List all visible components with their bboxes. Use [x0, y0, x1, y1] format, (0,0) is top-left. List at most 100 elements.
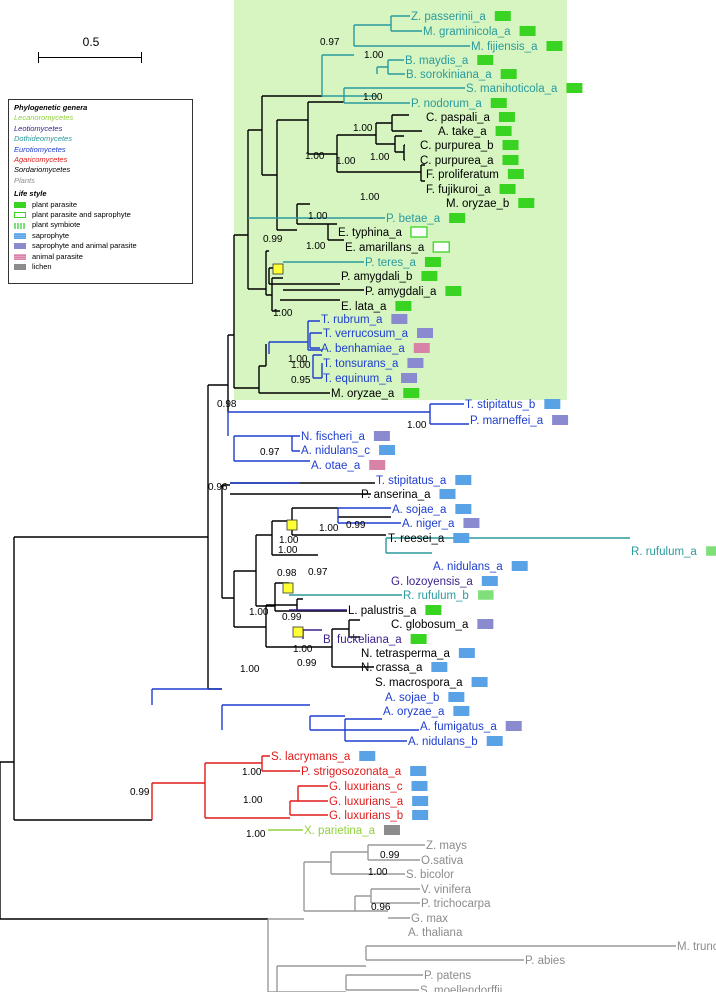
branch-black — [296, 203, 328, 225]
lifestyle-box — [486, 736, 503, 746]
lifestyle-box — [494, 11, 511, 21]
branch-black — [265, 250, 272, 296]
leaf-label: R. rufulum_b — [403, 590, 469, 602]
leaf-label: P. amygdali_a — [365, 286, 437, 298]
lifestyle-label: plant parasite and saprophyte — [32, 210, 131, 220]
leaf-label: A. nidulans_b — [408, 736, 478, 748]
branch-agaricomycetes — [261, 755, 300, 772]
branch-black — [420, 164, 425, 182]
support-value: 1.00 — [243, 795, 263, 806]
lifestyle-label: animal parasite — [32, 251, 83, 261]
leaf-label: P. abies — [525, 955, 565, 967]
support-value: 0.95 — [291, 375, 311, 386]
leaf-label: S. manihoticola_a — [466, 83, 558, 95]
leaf-label: A. take_a — [438, 126, 487, 138]
branch-dothideomycetes — [353, 24, 470, 47]
branch-plants — [367, 844, 392, 861]
branch-agaricomycetes — [289, 800, 328, 816]
branch-leotiomycetes — [302, 629, 322, 639]
duplication-marker — [272, 263, 284, 275]
scale-bar-tick-right — [141, 52, 142, 63]
branch-eurotiomycetes — [307, 320, 322, 351]
branch-black — [221, 484, 234, 599]
duplication-marker — [292, 626, 304, 638]
scale-bar-tick-left — [38, 52, 39, 63]
leaf-label: P. amygdali_b — [341, 271, 412, 283]
branch-black — [271, 277, 283, 312]
lifestyle-box — [439, 489, 456, 499]
leaf-label: B. sorokiniana_a — [406, 69, 492, 81]
leaf-label: A. otae_a — [311, 460, 361, 472]
branch-eurotiomycetes — [429, 403, 469, 425]
leaf-label: T. reesei_a — [388, 533, 445, 545]
leaf-label: P. nodorum_a — [411, 98, 482, 110]
lifestyle-box — [455, 504, 472, 514]
lifestyle-box — [431, 662, 448, 672]
lifestyle-box — [518, 198, 535, 208]
support-value: 1.00 — [336, 156, 356, 167]
legend-genus-3: Eurotiomycetes — [14, 144, 66, 154]
leaf-label: S. moellendorffii — [420, 985, 502, 992]
duplication-marker — [282, 582, 294, 594]
leaf-label: A. nidulans_a — [433, 561, 503, 573]
leaf-label: A. sojae_a — [392, 504, 447, 516]
lifestyle-box — [421, 271, 438, 281]
leaf-label: G. luxurians_b — [329, 810, 403, 822]
support-value: 1.00 — [364, 50, 384, 61]
branch-black — [307, 101, 344, 155]
lifestyle-swatch — [14, 233, 26, 240]
support-value: 1.00 — [279, 535, 299, 546]
support-value: 0.97 — [320, 37, 340, 48]
scale-bar-label: 0.5 — [82, 35, 100, 49]
leaf-label: M. oryzae_b — [446, 198, 509, 210]
branch-dothideomycetes — [387, 59, 405, 75]
lifestyle-box — [401, 373, 418, 383]
lifestyle-box — [477, 619, 494, 629]
support-value: 0.96 — [208, 482, 228, 493]
leaf-label: R. rufulum_a — [631, 546, 697, 558]
support-value: 1.00 — [305, 151, 325, 162]
legend-genus-4: Agaricomycetes — [14, 155, 68, 165]
branch-dothideomycetes — [385, 537, 630, 554]
leaf-label: A. fumigatus_a — [420, 721, 497, 733]
lifestyle-box — [395, 301, 412, 311]
leaf-label: T. equinum_a — [323, 373, 393, 385]
support-value: 1.00 — [306, 241, 326, 252]
leaf-label: E. lata_a — [341, 301, 387, 313]
leaf-label: G. max — [411, 913, 448, 925]
lifestyle-box — [500, 69, 517, 79]
leaf-label: P. patens — [424, 970, 471, 982]
branch-dothideomycetes — [390, 15, 422, 32]
leaf-label: G. lozoyensis_a — [391, 576, 473, 588]
branch-plants — [354, 895, 388, 912]
branch-black — [327, 223, 344, 241]
support-value: 1.00 — [246, 829, 266, 840]
lifestyle-box — [463, 518, 480, 528]
lifestyle-box — [566, 83, 583, 93]
lifestyle-box — [391, 314, 408, 324]
lifestyle-swatch — [14, 212, 26, 219]
branch-eurotiomycetes — [337, 507, 401, 524]
legend-lifestyle-6: lichen — [14, 262, 187, 272]
leaf-label: B. fuckeliana_a — [323, 634, 402, 646]
leaf-label: A. niger_a — [402, 518, 455, 530]
support-value: 1.00 — [370, 152, 390, 163]
lifestyle-box — [453, 533, 470, 543]
branch-plants — [370, 888, 420, 904]
support-value: 0.98 — [217, 399, 237, 410]
leaf-label: G. luxurians_c — [329, 781, 403, 793]
branch-plants — [388, 888, 420, 919]
leaf-label: T. tonsurans_a — [323, 358, 399, 370]
leaf-label: M. fijiensis_a — [471, 41, 538, 53]
lifestyle-box — [481, 576, 498, 586]
branch-dothideomycetes — [376, 66, 388, 74]
support-value: 1.00 — [319, 523, 339, 534]
branch-black — [261, 95, 322, 176]
support-value: 0.99 — [282, 612, 302, 623]
lifestyle-box — [477, 589, 495, 601]
branch-black — [207, 384, 228, 690]
lifestyle-box — [502, 155, 519, 165]
lifestyle-box — [498, 112, 515, 122]
support-value: 0.99 — [263, 234, 283, 245]
